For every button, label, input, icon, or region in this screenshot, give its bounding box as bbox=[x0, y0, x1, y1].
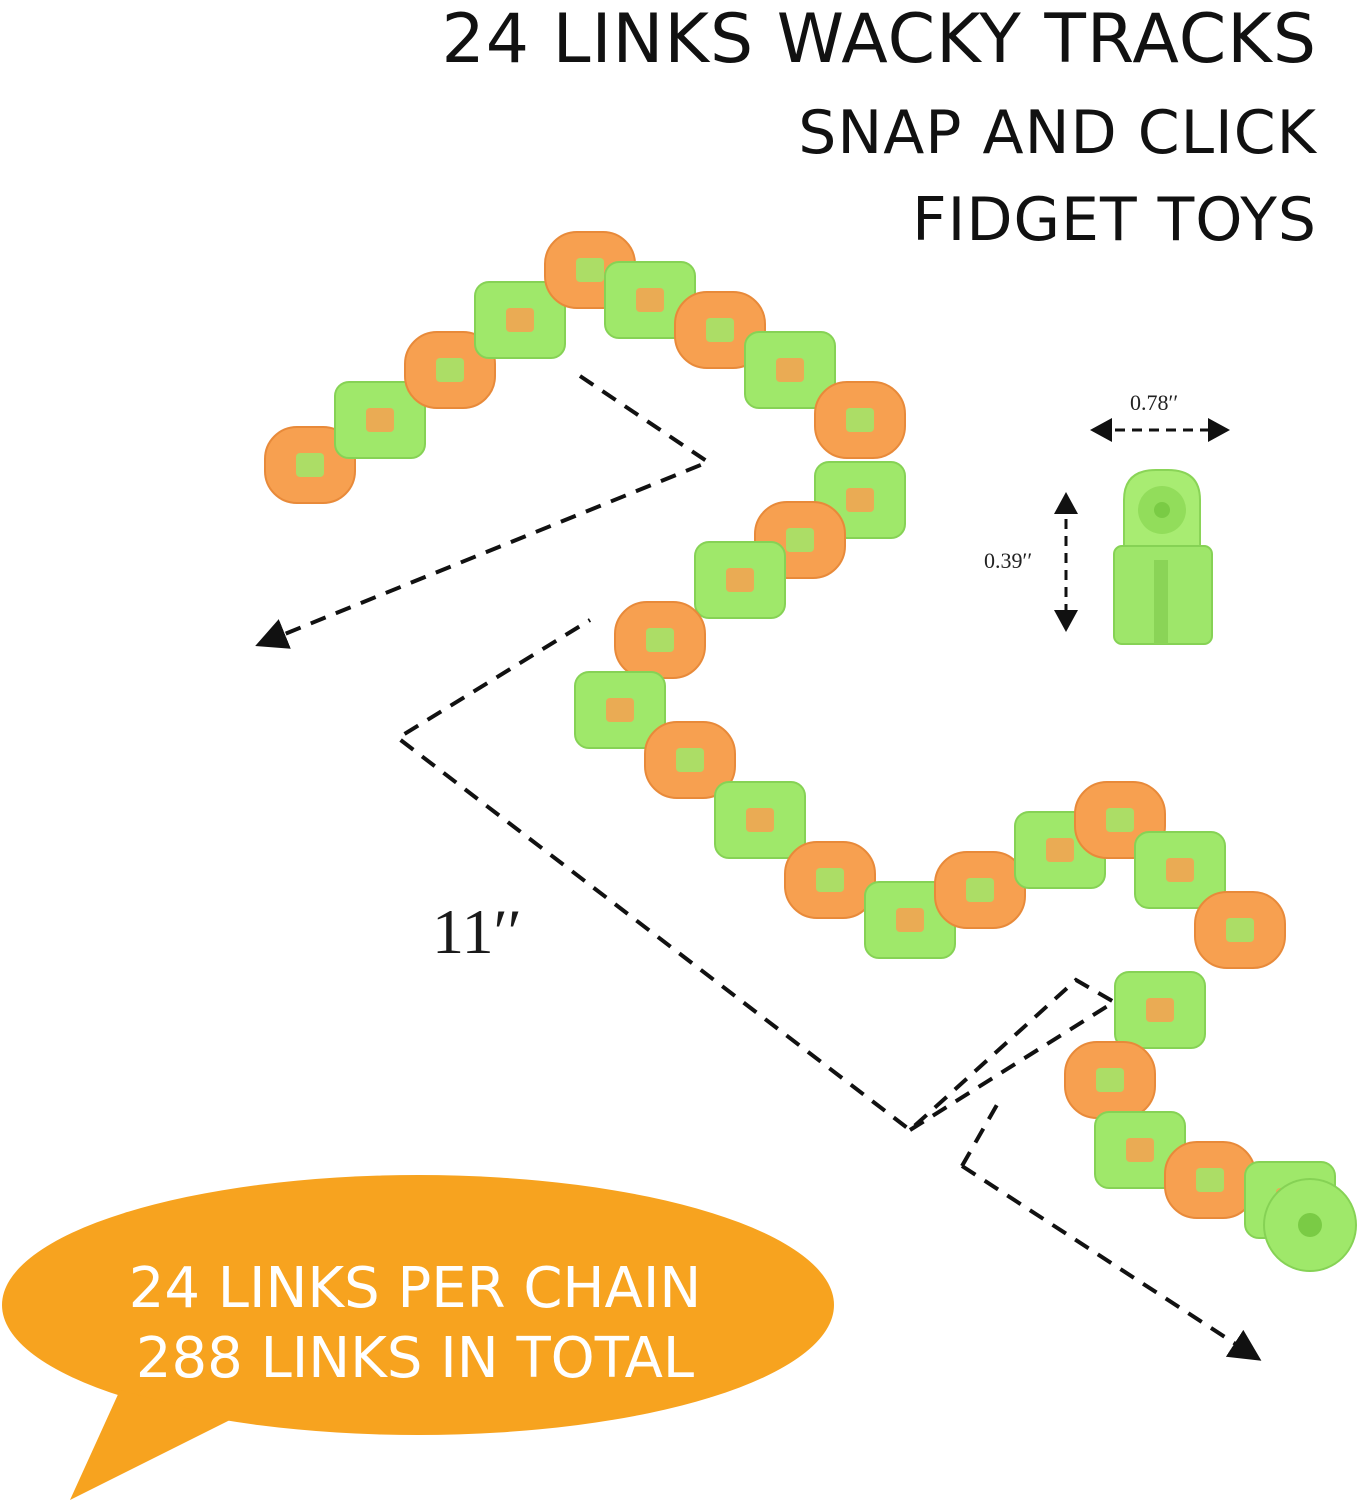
link-connector bbox=[786, 528, 814, 552]
link-connector bbox=[1096, 1068, 1124, 1092]
link-connector bbox=[1166, 858, 1194, 882]
link-connector bbox=[1226, 918, 1254, 942]
link-connector bbox=[606, 698, 634, 722]
measure-segment-end bbox=[960, 1164, 1262, 1361]
link-connector bbox=[436, 358, 464, 382]
link-connector bbox=[646, 628, 674, 652]
link-connector bbox=[726, 568, 754, 592]
gear-hub bbox=[1298, 1213, 1322, 1237]
link-connector bbox=[776, 358, 804, 382]
link-connector bbox=[676, 748, 704, 772]
link-connector bbox=[706, 318, 734, 342]
link-connector bbox=[1146, 998, 1174, 1022]
link-piece bbox=[1113, 469, 1213, 645]
link-connector bbox=[816, 868, 844, 892]
link-connector bbox=[846, 408, 874, 432]
link-connector bbox=[746, 808, 774, 832]
link-connector bbox=[846, 488, 874, 512]
link-connector bbox=[896, 908, 924, 932]
link-connector bbox=[506, 308, 534, 332]
link-connector bbox=[966, 878, 994, 902]
link-connector bbox=[1106, 808, 1134, 832]
link-height-label: 0.39′′ bbox=[984, 548, 1033, 573]
link-connector bbox=[296, 453, 324, 477]
link-connector bbox=[1046, 838, 1074, 862]
callout-links-total: 288 LINKS IN TOTAL bbox=[135, 1326, 695, 1391]
link-connector bbox=[366, 408, 394, 432]
product-subtitle-line1: SNAP AND CLICK bbox=[798, 98, 1317, 168]
single-link-detail bbox=[1054, 418, 1230, 645]
callout-links-per-chain: 24 LINKS PER CHAIN bbox=[128, 1256, 702, 1321]
link-connector bbox=[1126, 1138, 1154, 1162]
product-subtitle-line2: FIDGET TOYS bbox=[912, 185, 1317, 255]
product-title: 24 LINKS WACKY TRACKS bbox=[441, 0, 1317, 79]
link-connector bbox=[576, 258, 604, 282]
link-connector bbox=[636, 288, 664, 312]
chain-length-label: 11′′ bbox=[432, 896, 522, 967]
measure-segment-upper bbox=[255, 374, 713, 649]
link-width-label: 0.78′′ bbox=[1130, 390, 1179, 415]
measure-segment-middle bbox=[394, 618, 1118, 1133]
wacky-track-chain bbox=[264, 231, 1357, 1272]
measure-segment-lower bbox=[960, 1095, 1004, 1167]
length-measure-lines bbox=[255, 374, 1262, 1361]
link-connector bbox=[1196, 1168, 1224, 1192]
callout-bubble bbox=[2, 1175, 834, 1500]
